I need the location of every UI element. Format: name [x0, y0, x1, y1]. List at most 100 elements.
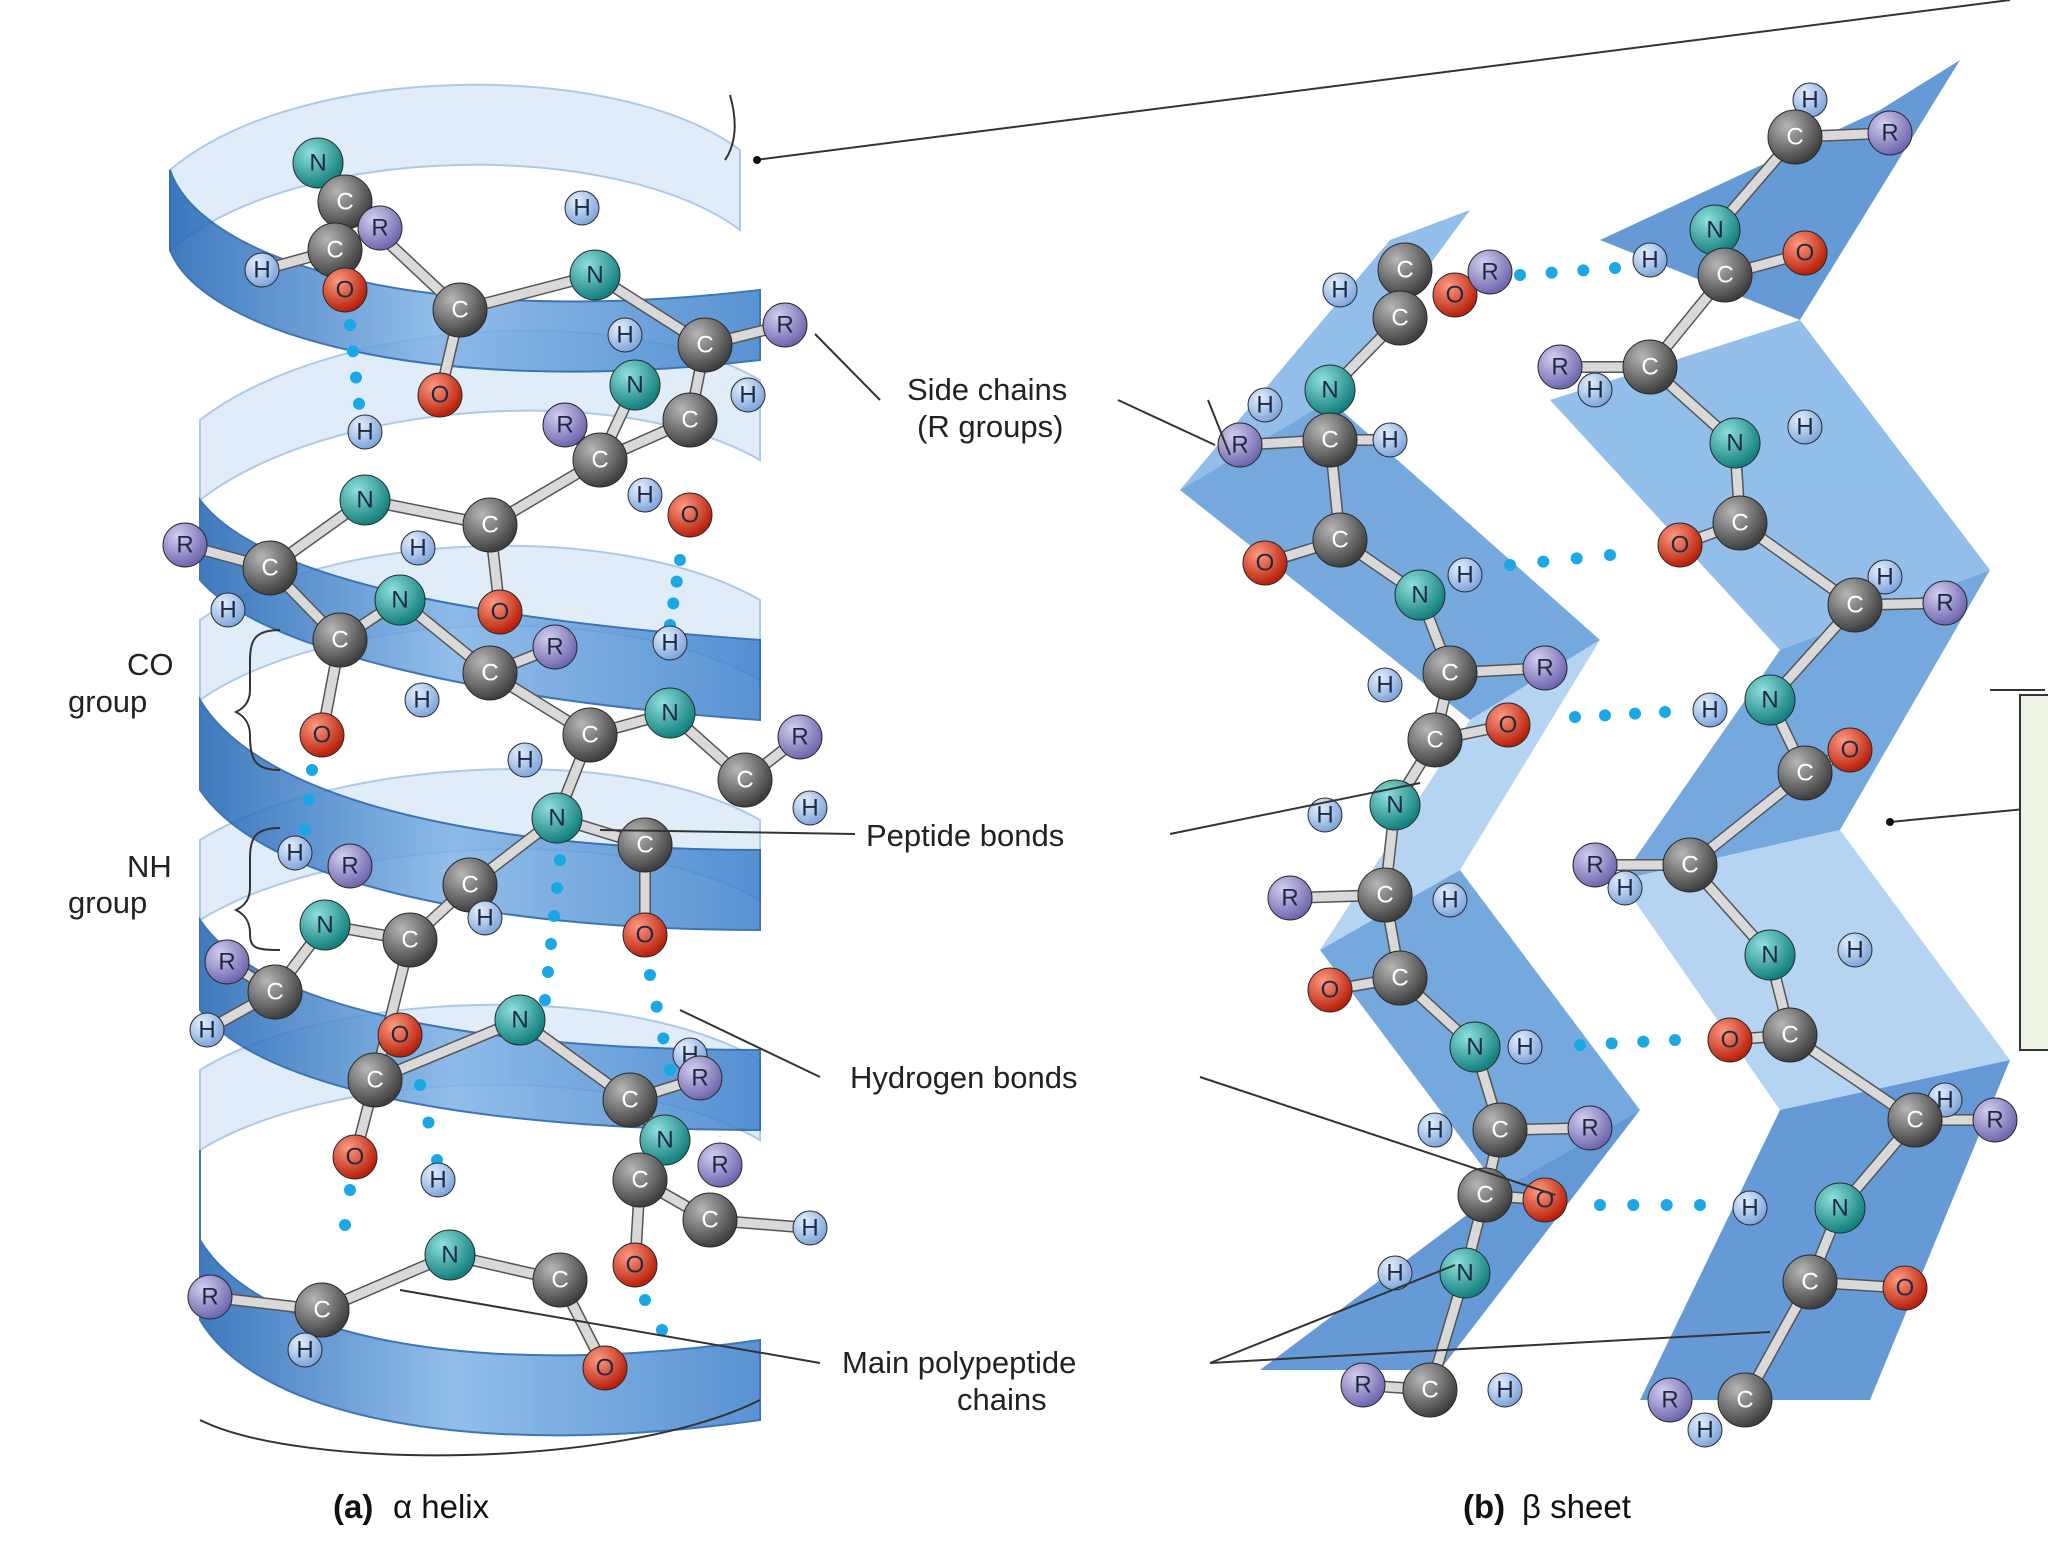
atom-symbol: R	[1661, 1387, 1678, 1414]
carbon-atom: C	[1372, 950, 1428, 1006]
hydrogen-bond-dot	[542, 966, 554, 978]
caption-b-text: β sheet	[1522, 1488, 1631, 1525]
atom-symbol: N	[316, 912, 333, 939]
hydrogen-bond-dot	[347, 345, 359, 358]
atom-symbol: N	[548, 805, 565, 832]
hydrogen-atom: H	[244, 252, 280, 288]
carbon-atom: C	[612, 1152, 668, 1208]
carbon-atom: C	[562, 707, 618, 763]
oxygen-atom: O	[1782, 230, 1828, 276]
oxygen-atom: O	[612, 1242, 658, 1288]
hydrogen-atom: H	[1487, 1372, 1523, 1408]
atom-symbol: H	[1936, 1087, 1953, 1114]
atom-symbol: O	[391, 1022, 410, 1049]
atom-symbol: H	[1696, 1417, 1713, 1444]
carbon-atom: C	[462, 497, 518, 553]
atom-symbol: N	[1831, 1195, 1848, 1222]
atom-symbol: O	[1896, 1275, 1915, 1302]
hydrogen-bond-dot	[1627, 1199, 1640, 1211]
atom-symbol: N	[356, 487, 373, 514]
hydrogen-bond-dot	[414, 1079, 426, 1091]
atom-symbol: R	[776, 312, 793, 339]
hydrogen-bond-dot	[539, 994, 551, 1006]
hydrogen-atom: H	[1247, 387, 1283, 423]
oxygen-atom: O	[1707, 1017, 1753, 1063]
label-co-group-1: CO	[127, 647, 174, 682]
nitrogen-atom: N	[1814, 1182, 1866, 1234]
carbon-atom: C	[1622, 339, 1678, 395]
nitrogen-atom: N	[531, 792, 583, 844]
helix-hydrogen-bonds	[299, 319, 686, 1336]
atom-symbol: O	[596, 1355, 615, 1382]
atom-symbol: C	[481, 660, 498, 687]
hydrogen-bond-dot	[1637, 1035, 1650, 1048]
oxygen-atom: O	[1485, 702, 1531, 748]
hydrogen-atom: H	[1507, 1029, 1543, 1065]
atom-symbol: H	[1386, 1260, 1403, 1287]
hydrogen-bond-dot	[674, 554, 686, 566]
r-group-atom: R	[1537, 344, 1583, 390]
atom-symbol: C	[621, 1087, 638, 1114]
label-nh-group-1: NH	[127, 849, 172, 884]
atom-symbol: H	[1316, 802, 1333, 829]
hydrogen-bond-dot	[1570, 552, 1583, 565]
hydrogen-atom: H	[507, 742, 543, 778]
atom-symbol: H	[286, 840, 303, 867]
r-group-atom: R	[204, 939, 250, 985]
atom-symbol: C	[1476, 1182, 1493, 1209]
oxygen-atom: O	[1657, 522, 1703, 568]
carbon-atom: C	[1357, 867, 1413, 923]
atom-symbol: H	[1846, 937, 1863, 964]
atom-symbol: C	[1681, 852, 1698, 879]
atom-symbol: C	[551, 1267, 568, 1294]
hydrogen-bond-dot	[302, 794, 315, 806]
atom-symbol: C	[696, 332, 713, 359]
carbon-atom: C	[1402, 1362, 1458, 1418]
label-peptide-bonds: Peptide bonds	[866, 818, 1064, 853]
oxygen-atom: O	[332, 1134, 378, 1180]
hydrogen-atom: H	[1417, 1112, 1453, 1148]
atom-symbol: C	[636, 832, 653, 859]
nitrogen-atom: N	[639, 1114, 691, 1166]
r-group-atom: R	[532, 624, 578, 670]
atom-symbol: C	[581, 722, 598, 749]
r-group-atom: R	[357, 205, 403, 251]
r-group-atom: R	[677, 1055, 723, 1101]
nitrogen-atom: N	[1709, 417, 1761, 469]
hydrogen-bond-dot	[344, 319, 356, 331]
atom-symbol: O	[313, 722, 332, 749]
hydrogen-bond-dot	[1694, 1199, 1706, 1211]
atom-symbol: R	[371, 215, 388, 242]
atom-symbol: N	[1706, 217, 1723, 244]
hydrogen-atom: H	[1447, 557, 1483, 593]
nitrogen-atom: N	[609, 359, 661, 411]
hydrogen-atom: H	[1372, 422, 1408, 458]
atom-symbol: C	[1391, 965, 1408, 992]
r-group-atom: R	[762, 302, 808, 348]
atom-symbol: R	[1354, 1372, 1371, 1399]
hydrogen-atom: H	[400, 530, 436, 566]
atom-symbol: C	[1731, 510, 1748, 537]
hydrogen-atom: H	[287, 1332, 323, 1368]
atom-symbol: H	[1586, 377, 1603, 404]
nitrogen-atom: N	[299, 899, 351, 951]
atom-symbol: C	[1906, 1107, 1923, 1134]
atom-symbol: H	[1796, 414, 1813, 441]
atom-symbol: C	[591, 447, 608, 474]
hydrogen-bond-dot	[650, 1000, 663, 1013]
nitrogen-atom: N	[1394, 569, 1446, 621]
atom-symbol: R	[1586, 852, 1603, 879]
hydrogen-atom: H	[792, 790, 828, 826]
nitrogen-atom: N	[1304, 364, 1356, 416]
atom-symbol: R	[176, 532, 193, 559]
atom-symbol: R	[1936, 590, 1953, 617]
carbon-atom: C	[572, 432, 628, 488]
atom-symbol: H	[801, 795, 818, 822]
label-main-chains-1: Main polypeptide	[842, 1345, 1076, 1380]
carbon-atom: C	[1712, 495, 1768, 551]
carbon-atom: C	[617, 817, 673, 873]
r-group-atom: R	[327, 843, 373, 889]
atom-symbol: R	[691, 1065, 708, 1092]
r-group-atom: R	[1467, 249, 1513, 295]
